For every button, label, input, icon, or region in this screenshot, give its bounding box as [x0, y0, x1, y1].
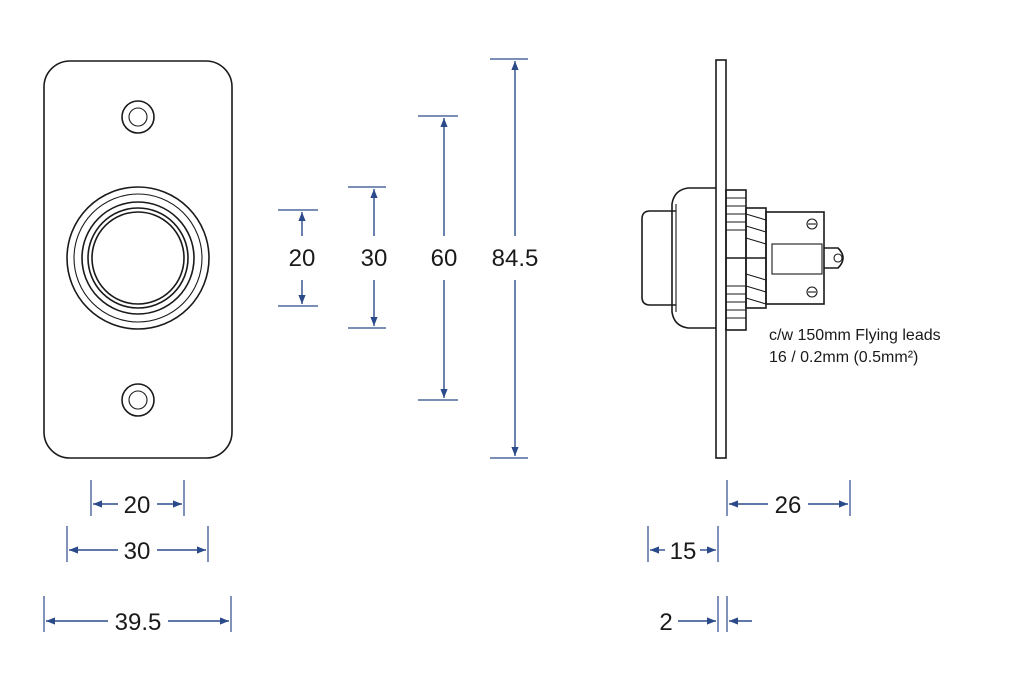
face-plate [43, 60, 233, 459]
side-bezel [671, 187, 716, 329]
dim-button-width: 20 [90, 480, 185, 519]
dim-label-plate-width: 39.5 [115, 609, 162, 636]
side-plate [715, 59, 727, 459]
side-thread-nut [725, 189, 767, 331]
dim-plate-height: 84.5 [490, 58, 539, 459]
dim-body-depth: 26 [726, 480, 851, 519]
dim-label-hole-spacing: 60 [431, 245, 458, 272]
dim-label-button-width: 20 [124, 492, 151, 519]
side-view [641, 59, 844, 459]
dim-label-button-projection: 15 [670, 538, 697, 565]
side-terminal-block [765, 211, 844, 305]
flying-leads-note-line2: 16 / 0.2mm (0.5mm²) [769, 349, 918, 366]
dim-bezel-width: 30 [66, 526, 209, 565]
push-button-cap [91, 211, 185, 305]
side-button-cap [641, 210, 676, 306]
dim-button-height: 20 [278, 209, 318, 307]
dim-button-projection: 15 [647, 526, 719, 565]
dim-label-plate-height: 84.5 [492, 245, 539, 272]
dim-plate-thickness: 2 [659, 596, 752, 636]
dim-label-button-height: 20 [289, 245, 316, 272]
dim-label-plate-thickness: 2 [659, 609, 672, 636]
flying-leads-note-line1: c/w 150mm Flying leads [769, 327, 941, 344]
dim-label-bezel-height: 30 [361, 245, 388, 272]
dim-label-bezel-width: 30 [124, 538, 151, 565]
dim-plate-width: 39.5 [43, 596, 232, 636]
top-screw-hole [121, 100, 155, 134]
dim-hole-spacing: 60 [418, 115, 458, 401]
dim-bezel-height: 30 [348, 186, 388, 329]
push-button-bezel [66, 186, 210, 330]
bottom-screw-hole [121, 383, 155, 417]
dim-label-body-depth: 26 [775, 492, 802, 519]
front-view [43, 60, 233, 459]
